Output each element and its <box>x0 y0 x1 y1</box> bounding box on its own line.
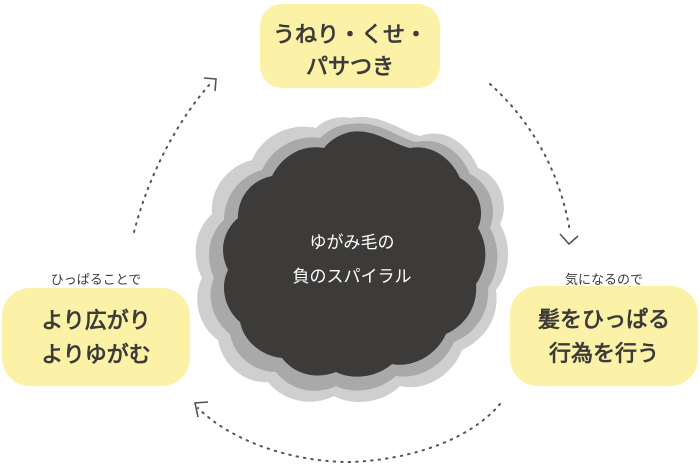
top-node-line2: パサつき <box>306 55 394 80</box>
arrowhead-top <box>203 77 217 92</box>
left-node-bubble <box>2 288 190 386</box>
center-title-line2: 負のスパイラル <box>293 267 412 287</box>
right-node-line1: 髪をひっぱる <box>537 307 670 333</box>
arrow-right-to-left <box>194 401 501 464</box>
arrow-top-to-right <box>489 83 579 246</box>
arrow-left-to-top <box>133 77 217 233</box>
arrowhead-right <box>559 233 579 246</box>
top-node-line1: うねり・くせ・ <box>273 23 427 48</box>
left-node-line2: よりゆがむ <box>41 342 151 368</box>
arrowhead-left <box>194 401 209 418</box>
center-blob <box>223 131 486 377</box>
right-node-line2: 行為を行う <box>548 341 659 367</box>
left-node-caption: ひっぱることで <box>51 273 142 288</box>
left-node-line1: より広がり <box>41 308 151 334</box>
right-node-bubble <box>510 286 698 386</box>
right-node-caption: 気になるので <box>565 272 643 288</box>
top-node-bubble <box>260 4 440 88</box>
center-title-line1: ゆがみ毛の <box>310 233 395 253</box>
